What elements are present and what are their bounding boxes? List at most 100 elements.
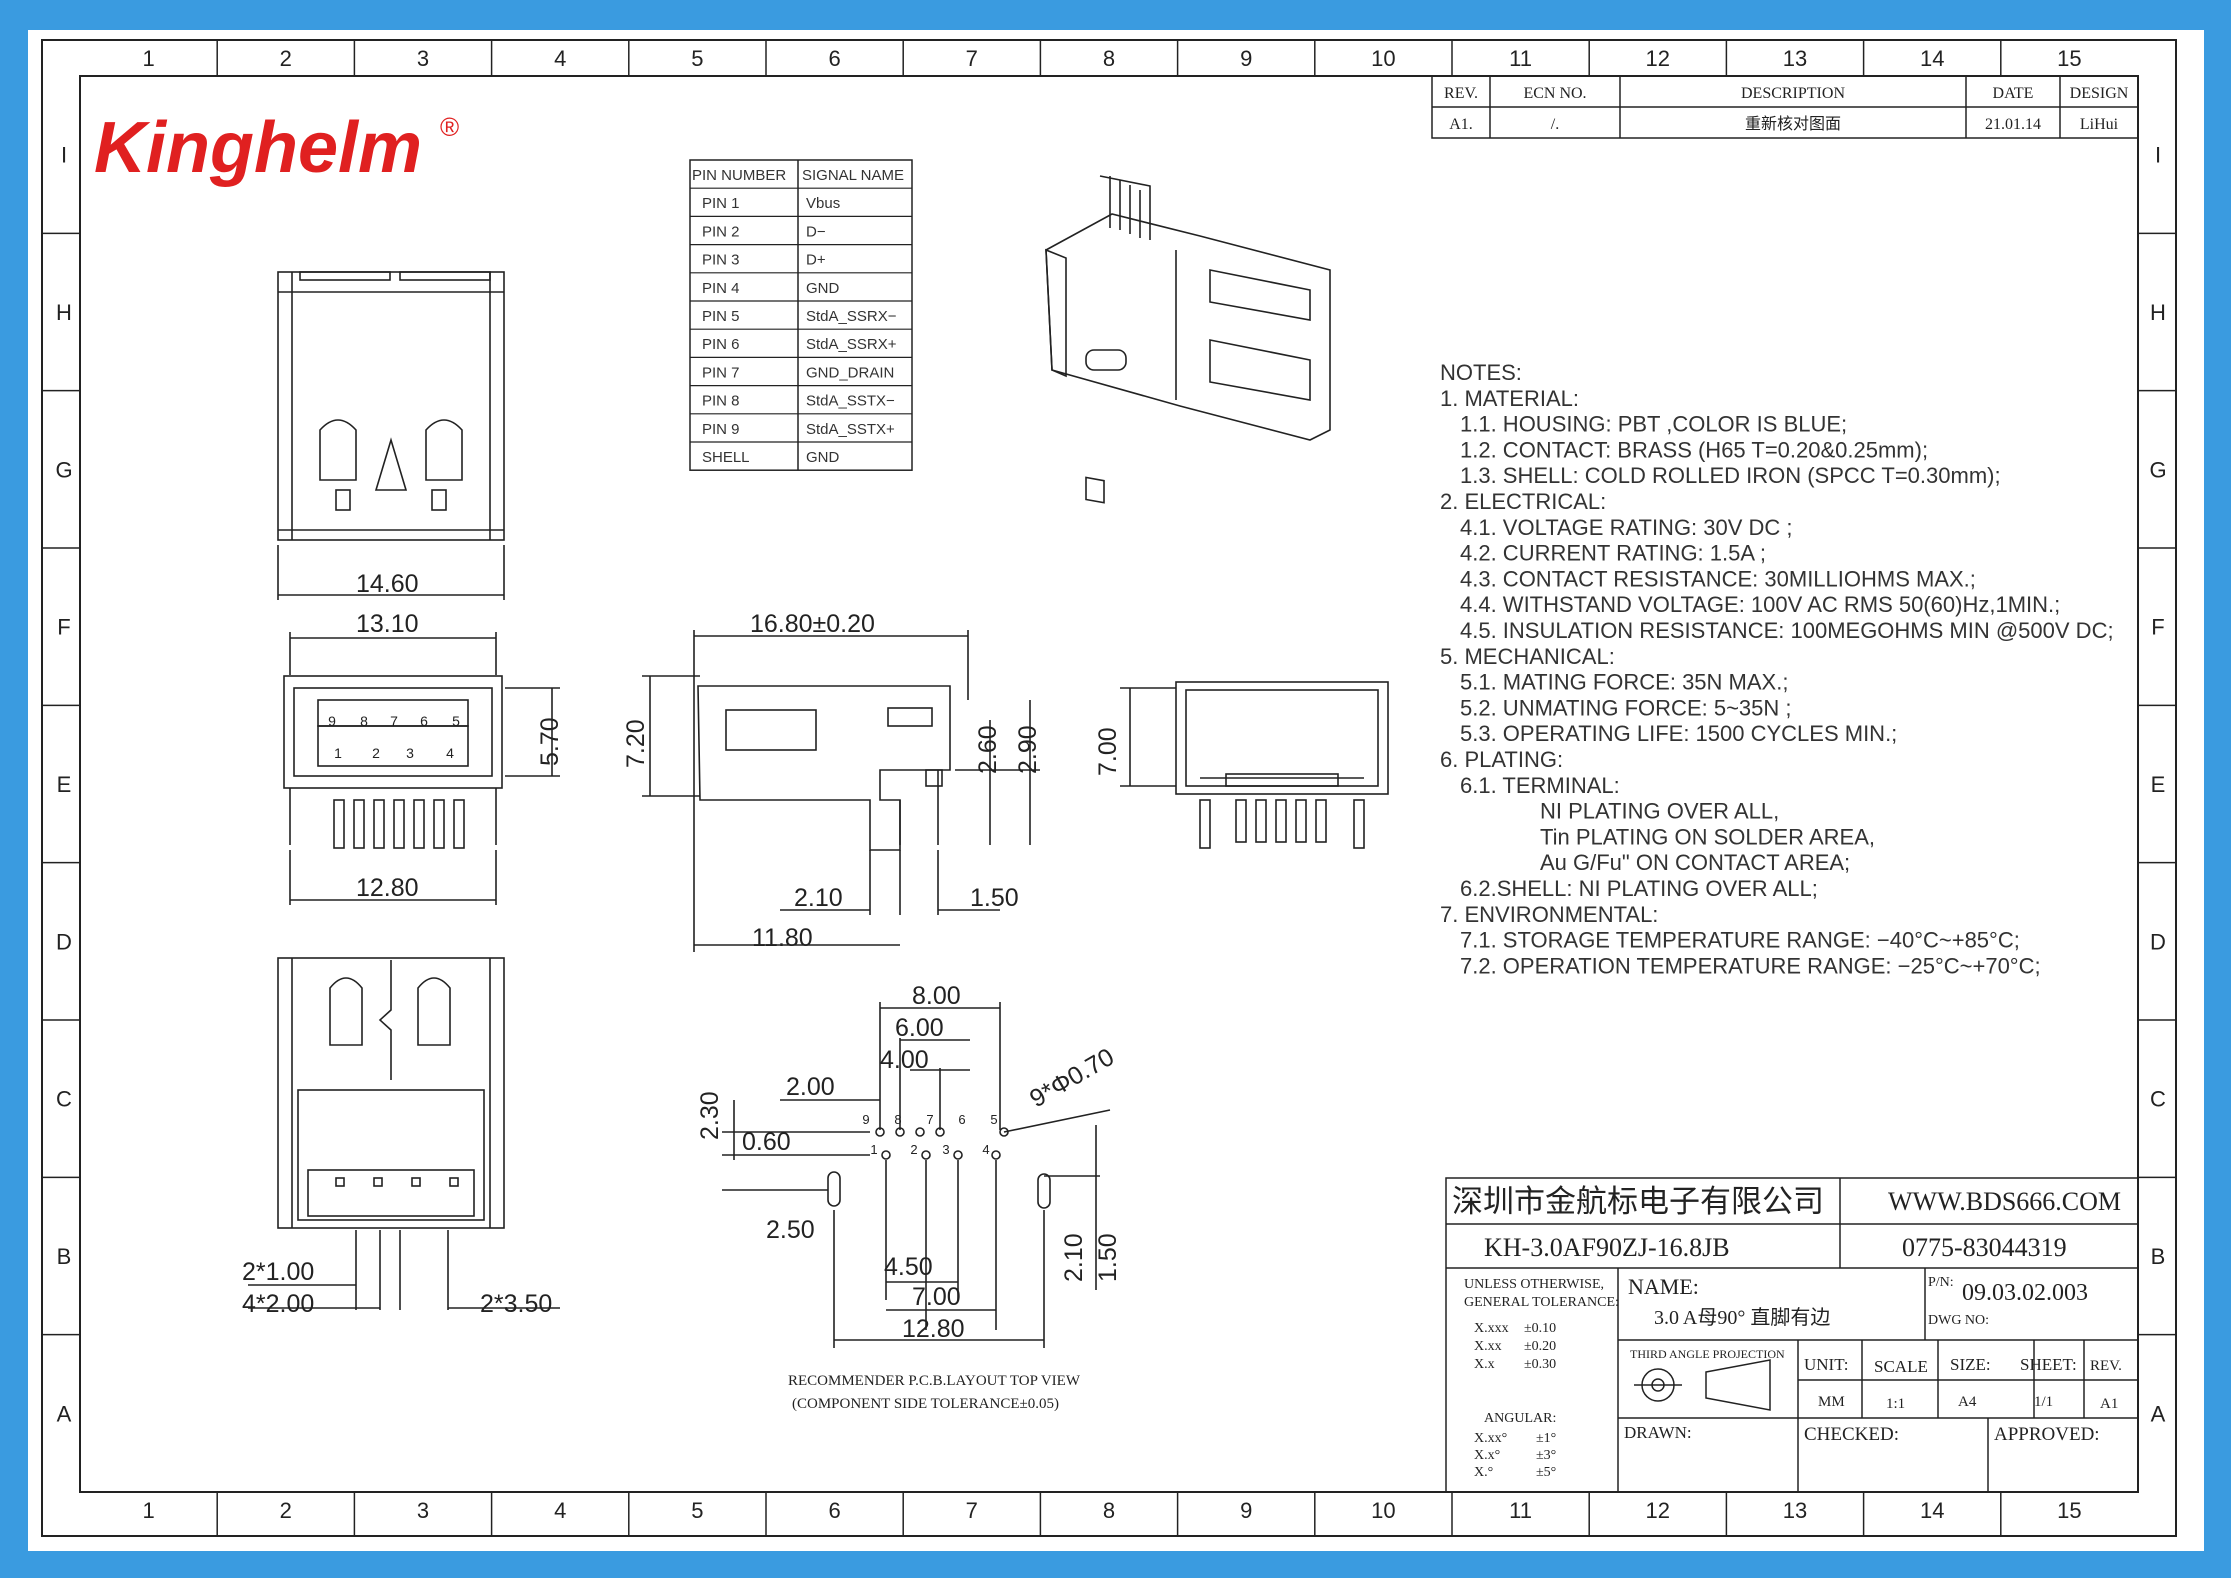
angular-x-value: ±3° (1536, 1448, 1556, 1463)
front-pin-labels: 9 8 7 6 5 1 2 3 4 (328, 713, 460, 761)
dim-pcb-1280: 12.80 (902, 1315, 965, 1343)
note-line: 2. ELECTRICAL: (1440, 489, 1606, 514)
front-pin-8: 8 (360, 713, 368, 729)
description-value: 重新核对图面 (1745, 115, 1841, 133)
scale-value: 1:1 (1886, 1396, 1905, 1412)
grid-row-left-D: D (56, 929, 72, 954)
size-label: SIZE: (1950, 1355, 1991, 1374)
dim-pcb-700: 7.00 (912, 1283, 961, 1311)
grid-col-top-7: 7 (966, 46, 978, 71)
design-value: LiHui (2080, 116, 2119, 133)
dim-rear-height: 7.00 (1094, 727, 1122, 776)
dim-side-b2: 1.50 (970, 884, 1019, 912)
isometric-view (1045, 175, 1331, 504)
grid-row-right-H: H (2150, 300, 2166, 325)
pcb-caption: RECOMMENDER P.C.B.LAYOUT TOP VIEW (COMPO… (788, 1373, 1081, 1412)
name-value: 3.0 A母90° 直脚有边 (1654, 1306, 1830, 1329)
grid-col-top-9: 9 (1240, 46, 1252, 71)
note-line: 1.1. HOUSING: PBT ,COLOR IS BLUE; (1460, 412, 1847, 437)
note-line: 4.2. CURRENT RATING: 1.5A ; (1460, 541, 1766, 566)
rev-value: A1. (1449, 116, 1473, 133)
grid-col-bottom-2: 2 (280, 1498, 292, 1523)
dim-bottom-b: 4*2.00 (242, 1290, 314, 1318)
front-pin-7: 7 (390, 713, 398, 729)
pin-table-header-number: PIN NUMBER (692, 167, 786, 184)
pcb-caption-line1: RECOMMENDER P.C.B.LAYOUT TOP VIEW (788, 1373, 1081, 1389)
dim-side-total: 11.80 (752, 924, 813, 952)
part-number: KH-3.0AF90ZJ-16.8JB (1484, 1233, 1730, 1262)
dwg-label: DWG NO: (1928, 1313, 1989, 1328)
grid-row-right-G: G (2149, 457, 2166, 482)
pcb-pin-1: 1 (870, 1142, 877, 1157)
note-line: 6.2.SHELL: NI PLATING OVER ALL; (1460, 876, 1818, 901)
drawn-label: DRAWN: (1624, 1423, 1692, 1442)
pin-table-number: PIN 9 (702, 421, 740, 438)
tolerance-x-value: ±0.30 (1524, 1357, 1556, 1372)
note-line: 1. MATERIAL: (1440, 386, 1579, 411)
pcb-layout (722, 1002, 1111, 1348)
front-pin-3: 3 (406, 745, 414, 761)
grid-col-bottom-4: 4 (554, 1498, 566, 1523)
grid-col-bottom-5: 5 (691, 1498, 703, 1523)
pcb-pin-5: 5 (990, 1112, 997, 1127)
note-line: Tin PLATING ON SOLDER AREA, (1540, 824, 1875, 849)
dim-front-top: 13.10 (356, 610, 419, 638)
sheet-label: SHEET: (2020, 1355, 2077, 1374)
grid-col-bottom-8: 8 (1103, 1498, 1115, 1523)
design-header: DESIGN (2070, 85, 2129, 102)
bottom-view (248, 957, 560, 1310)
ecn-header: ECN NO. (1523, 85, 1586, 102)
grid-col-bottom-13: 13 (1783, 1498, 1807, 1523)
grid-col-top-12: 12 (1646, 46, 1670, 71)
note-line: NOTES: (1440, 360, 1522, 385)
rev-label: REV. (2090, 1358, 2122, 1374)
title-block-frame (1445, 1177, 2139, 1493)
tolerance-x: X.x (1474, 1357, 1495, 1372)
dim-side-h1: 2.60 (974, 725, 1002, 774)
scale-label: SCALE (1874, 1357, 1928, 1376)
revision-table-text: REV. ECN NO. DESCRIPTION DATE DESIGN A1.… (1444, 85, 2129, 133)
pin-table-number: PIN 2 (702, 223, 740, 240)
grid-col-top-5: 5 (691, 46, 703, 71)
note-line: 5.2. UNMATING FORCE: 5~35N ; (1460, 695, 1792, 720)
phone-number: 0775-83044319 (1902, 1233, 2067, 1262)
front-pin-9: 9 (328, 713, 336, 729)
dim-front-bottom: 12.80 (356, 874, 419, 902)
grid-col-top-13: 13 (1783, 46, 1807, 71)
title-block: 深圳市金航标电子有限公司 WWW.BDS666.COM KH-3.0AF90ZJ… (1452, 1184, 2122, 1480)
pin-table-signal: GND_DRAIN (806, 364, 894, 381)
dim-side-height: 7.20 (622, 719, 650, 768)
dim-front-height: 5.70 (536, 717, 564, 766)
note-line: 6.1. TERMINAL: (1460, 773, 1620, 798)
grid-row-right-C: C (2150, 1087, 2166, 1112)
dim-side-b1: 2.10 (794, 884, 843, 912)
pin-table-signal: StdA_SSRX+ (806, 336, 897, 353)
angular-x: X.x° (1474, 1448, 1500, 1463)
dim-bottom-c: 2*3.50 (480, 1290, 552, 1318)
unit-value: MM (1818, 1394, 1845, 1410)
approved-label: APPROVED: (1994, 1424, 2100, 1445)
pin-table-frame (689, 159, 913, 471)
grid-col-top-8: 8 (1103, 46, 1115, 71)
grid-row-left-E: E (57, 772, 72, 797)
grid-col-bottom-12: 12 (1646, 1498, 1670, 1523)
grid-row-right-D: D (2150, 929, 2166, 954)
tolerance-title-2: GENERAL TOLERANCE: (1464, 1295, 1619, 1310)
front-pin-6: 6 (420, 713, 428, 729)
front-pin-2: 2 (372, 745, 380, 761)
pcb-pin-6: 6 (958, 1112, 965, 1127)
grid-col-top-1: 1 (142, 46, 154, 71)
grid-col-bottom-9: 9 (1240, 1498, 1252, 1523)
note-line: 5.3. OPERATING LIFE: 1500 CYCLES MIN.; (1460, 721, 1897, 746)
grid-row-right-I: I (2155, 143, 2161, 168)
grid-row-left-B: B (57, 1244, 72, 1269)
rear-view (1120, 681, 1389, 849)
grid-row-right-B: B (2151, 1244, 2166, 1269)
note-line: 7.1. STORAGE TEMPERATURE RANGE: −40°C~+8… (1460, 928, 2020, 953)
note-line: 4.1. VOLTAGE RATING: 30V DC ; (1460, 515, 1793, 540)
pin-table-signal: D+ (806, 252, 826, 269)
pcb-pin-9: 9 (862, 1112, 869, 1127)
pcb-pin-8: 8 (894, 1112, 901, 1127)
grid-col-bottom-11: 11 (1509, 1498, 1532, 1523)
